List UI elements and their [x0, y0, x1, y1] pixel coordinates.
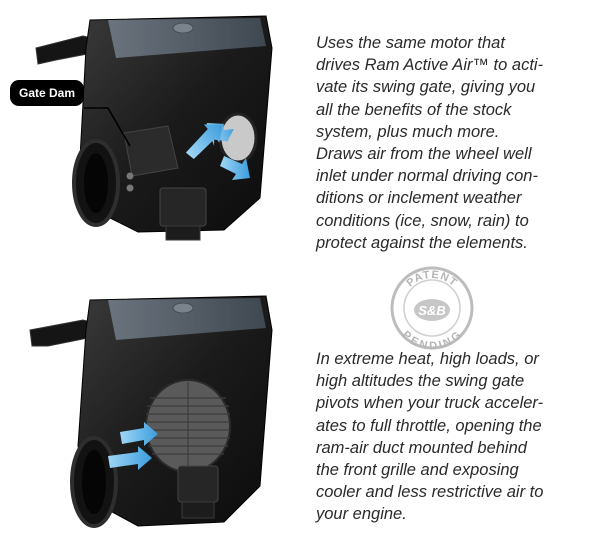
airflow-arrow-icon	[120, 422, 158, 446]
lid-logo-icon	[172, 22, 194, 34]
airflow-arrow-icon	[185, 124, 223, 159]
swing-gate	[145, 379, 231, 473]
svg-text:S&B: S&B	[418, 303, 445, 318]
airflow-arrow-icon	[220, 156, 250, 180]
airflow-arrow-icon	[108, 446, 152, 470]
actuator	[159, 187, 207, 227]
gate-dam	[123, 125, 179, 177]
gate-dam-callout: Gate Dam	[10, 80, 85, 106]
sb-logo-icon: S&B	[414, 299, 450, 321]
filter-lid	[108, 298, 266, 340]
intake-diagram-stock-mode	[35, 15, 273, 241]
lid-logo-icon	[172, 302, 194, 314]
filter-lid	[108, 18, 266, 58]
patent-pending-stamp: PATENT PENDING S&B	[390, 266, 474, 352]
actuator	[177, 465, 219, 503]
intake-diagram-ram-air-mode	[29, 295, 273, 528]
